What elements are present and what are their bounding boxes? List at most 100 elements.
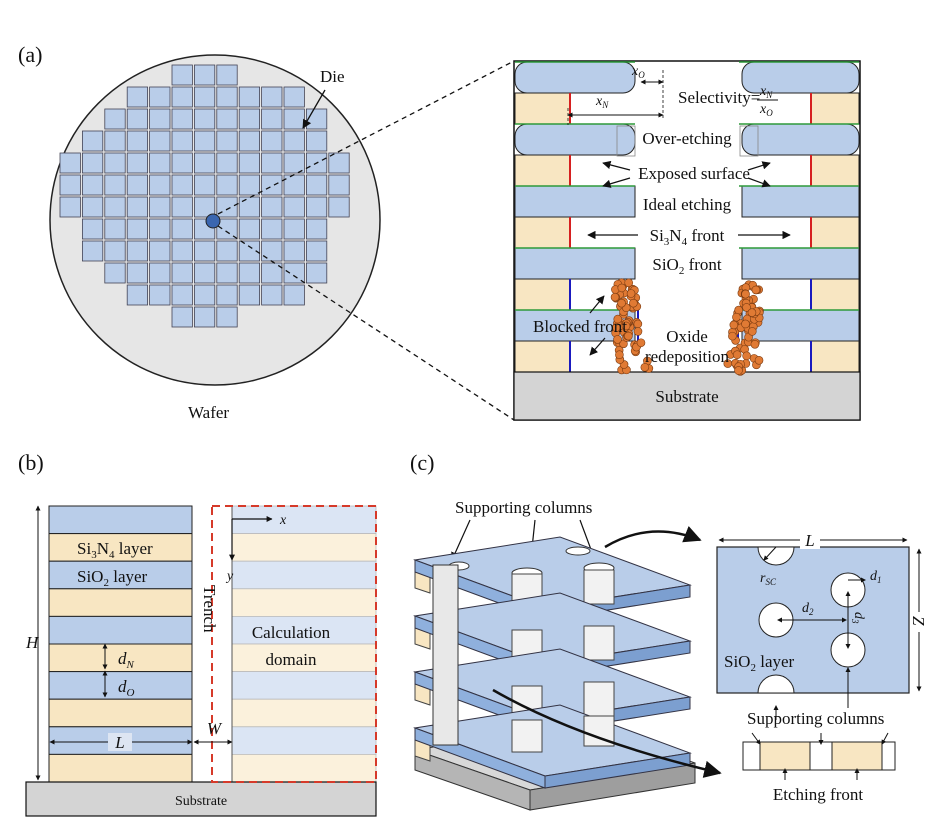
exposed-arrow-ur	[747, 161, 771, 171]
dn-label: dN	[118, 649, 135, 671]
die	[126, 218, 148, 240]
die	[171, 240, 193, 262]
particle	[742, 303, 751, 312]
die	[305, 218, 328, 240]
layer-domain	[231, 616, 377, 645]
die	[216, 218, 238, 240]
die	[126, 284, 148, 306]
panel-c-label: (c)	[410, 450, 434, 475]
die	[305, 196, 328, 218]
etch-bar-cell-1	[759, 741, 811, 771]
die	[82, 174, 104, 196]
particle	[615, 350, 624, 360]
particle	[723, 359, 733, 368]
over-etch-box-right	[739, 125, 759, 157]
top-view	[716, 546, 910, 694]
die	[238, 218, 260, 240]
zoom-curve-arrow-bottom	[492, 688, 722, 778]
z-label-bg	[910, 612, 928, 632]
layer-left	[48, 588, 193, 617]
die	[283, 240, 305, 262]
die	[261, 240, 283, 262]
die	[149, 218, 171, 240]
over-etch-box-left	[616, 125, 636, 157]
die	[283, 130, 305, 152]
die	[216, 86, 238, 108]
over-etching-label: Over-etching	[642, 129, 732, 148]
die	[261, 196, 283, 218]
die	[261, 262, 283, 284]
column-hole	[565, 546, 591, 556]
front-column	[432, 564, 459, 746]
layer-domain	[231, 505, 377, 535]
die	[149, 152, 171, 174]
die	[171, 218, 193, 240]
xn-label: xN	[595, 94, 609, 110]
exposed-arrow-lr	[747, 177, 771, 188]
layer-left	[48, 505, 193, 535]
die	[305, 130, 328, 152]
particle	[626, 289, 636, 298]
die	[126, 174, 148, 196]
die	[193, 152, 216, 174]
particle	[617, 298, 626, 308]
cross-section: Substrate	[513, 60, 861, 421]
y-axis-label: y	[225, 569, 234, 584]
layer-domain	[231, 533, 377, 562]
die	[171, 108, 193, 130]
layer-left	[48, 615, 193, 645]
selected-die-marker	[205, 213, 221, 229]
sio2-layer-label-c: SiO2 layer	[724, 652, 795, 674]
die	[82, 218, 104, 240]
die	[171, 196, 193, 218]
substrate-a-label: Substrate	[655, 387, 718, 406]
die	[261, 152, 283, 174]
si3n4-layer-left	[514, 92, 571, 125]
support-column	[583, 625, 615, 661]
die	[126, 130, 148, 152]
die	[238, 108, 260, 130]
die	[238, 86, 260, 108]
panel-a-label: (a)	[18, 42, 42, 67]
etching-front-label: Etching front	[773, 785, 863, 804]
layer-left	[48, 560, 193, 590]
die	[104, 108, 126, 130]
support-column	[583, 569, 615, 605]
die	[216, 64, 238, 86]
particle	[750, 339, 760, 349]
die	[216, 108, 238, 130]
oxide-label: Oxide	[666, 327, 708, 346]
support-column	[511, 719, 543, 753]
etching-front-bar	[742, 741, 896, 771]
die	[193, 284, 216, 306]
blocked-arrow-down	[589, 337, 606, 356]
l-label-bg	[108, 733, 132, 751]
die	[104, 240, 126, 262]
zoom-curve-arrow-top	[604, 526, 702, 549]
die	[149, 262, 171, 284]
particle	[613, 335, 622, 344]
particle	[624, 278, 634, 288]
particle	[612, 323, 621, 332]
l-label-b: L	[114, 733, 124, 752]
die	[193, 196, 216, 218]
substrate-b-label: Substrate	[175, 794, 227, 809]
die	[171, 284, 193, 306]
die	[171, 306, 193, 328]
die	[283, 174, 305, 196]
layer-domain	[231, 726, 377, 755]
rsc-label: rSC	[760, 571, 777, 587]
ef-arrow-3	[881, 732, 889, 745]
die	[104, 130, 126, 152]
sio2-layer-right	[741, 247, 860, 280]
die	[149, 130, 171, 152]
layer-domain	[231, 560, 377, 590]
particle	[732, 312, 741, 322]
d2-label: d2	[802, 601, 814, 617]
die	[171, 130, 193, 152]
wafer	[49, 54, 381, 386]
die	[149, 86, 171, 108]
layer-left	[48, 753, 193, 783]
die	[283, 284, 305, 306]
